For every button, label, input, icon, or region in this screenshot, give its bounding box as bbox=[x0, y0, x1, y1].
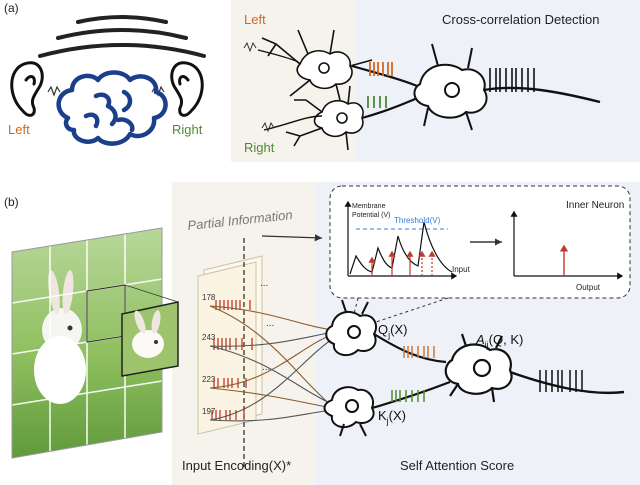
right-input-neuron bbox=[285, 85, 364, 151]
encoding-connections bbox=[209, 305, 335, 422]
inset-xlabel-output: Output bbox=[576, 283, 601, 292]
query-axon bbox=[373, 333, 447, 364]
image-grid bbox=[11, 227, 163, 459]
encoding-ellipsis: ... bbox=[260, 278, 268, 289]
right-ear-icon bbox=[170, 61, 204, 117]
footer-input-encoding: Input Encoding(X)* bbox=[182, 458, 291, 473]
zoomed-patch bbox=[121, 284, 179, 377]
panel-a-label: (a) bbox=[4, 1, 19, 15]
brain-icon bbox=[56, 70, 168, 146]
left-ear-icon bbox=[10, 61, 44, 117]
footer-self-attention: Self Attention Score bbox=[400, 458, 514, 473]
left-signal-icon bbox=[47, 85, 61, 97]
partial-info-arrow bbox=[261, 234, 323, 242]
encoding-ellipsis: ... bbox=[262, 362, 270, 373]
encoding-value: 243 bbox=[202, 333, 216, 342]
neuron-left-label: Left bbox=[244, 12, 266, 27]
right-input-signal-icon bbox=[261, 121, 275, 133]
sound-waves-icon bbox=[38, 15, 206, 58]
encoding-value: 197 bbox=[202, 407, 216, 416]
inset-ylabel-line1: Membrane bbox=[352, 203, 386, 210]
inset-ylabel-line2: Potential (V) bbox=[352, 212, 391, 219]
encoding-value: 223 bbox=[202, 375, 216, 384]
inset-xlabel-input: Input bbox=[452, 265, 471, 274]
right-input-axon bbox=[263, 115, 323, 131]
inset-leader-right bbox=[375, 297, 449, 323]
encoding-ellipsis: ... bbox=[266, 318, 274, 329]
membrane-plot bbox=[344, 200, 458, 280]
left-input-axon bbox=[257, 49, 301, 65]
query-neuron bbox=[325, 299, 378, 357]
a-label: Aij(Q, K) bbox=[475, 332, 523, 350]
inset-inner-neuron: Inner Neuron bbox=[566, 200, 624, 211]
ear-left-label: Left bbox=[8, 122, 30, 137]
k-label: Kj(X) bbox=[378, 408, 406, 426]
attention-axon bbox=[509, 370, 625, 395]
output-plot bbox=[510, 210, 624, 280]
encoding-value: 178 bbox=[202, 293, 216, 302]
encoding-spikes bbox=[211, 300, 253, 420]
detector-neuron bbox=[413, 43, 488, 131]
detector-axon bbox=[483, 86, 601, 104]
rabbit-picture bbox=[34, 270, 86, 404]
neuron-right-label: Right bbox=[244, 140, 275, 155]
attention-neuron bbox=[444, 333, 513, 403]
q-label: Qj(X) bbox=[378, 322, 407, 340]
key-neuron bbox=[323, 386, 375, 437]
ear-right-label: Right bbox=[172, 122, 203, 137]
panel-b-spikes bbox=[391, 346, 583, 402]
left-input-signal-icon bbox=[243, 41, 257, 53]
panel-a-title: Cross-correlation Detection bbox=[442, 12, 600, 27]
inset-threshold: Threshold(V) bbox=[394, 216, 441, 225]
panel-b-label: (b) bbox=[4, 195, 19, 209]
left-input-neuron bbox=[261, 29, 373, 101]
